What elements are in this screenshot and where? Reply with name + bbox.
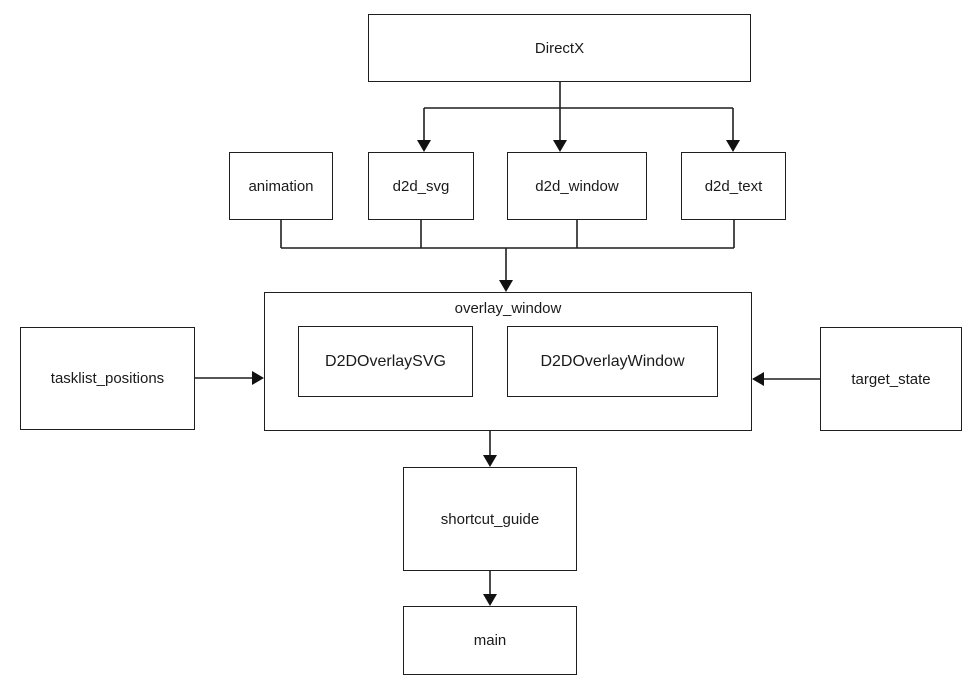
node-overlay-window: overlay_window D2DOverlaySVG D2DOverlayW… xyxy=(264,292,752,431)
arrowhead-to-d2d-text xyxy=(726,140,740,152)
node-shortcut-guide-label: shortcut_guide xyxy=(440,510,540,528)
node-d2d-overlay-svg: D2DOverlaySVG xyxy=(298,326,473,397)
node-main: main xyxy=(403,606,577,675)
node-tasklist-positions: tasklist_positions xyxy=(20,327,195,430)
node-directx: DirectX xyxy=(368,14,751,82)
node-tasklist-positions-label: tasklist_positions xyxy=(50,370,165,387)
node-d2d-overlay-window-label: D2DOverlayWindow xyxy=(540,352,685,370)
node-target-state-label: target_state xyxy=(851,370,931,388)
node-d2d-svg-label: d2d_svg xyxy=(392,177,450,195)
node-animation: animation xyxy=(229,152,333,220)
node-d2d-text-label: d2d_text xyxy=(704,177,763,195)
node-animation-label: animation xyxy=(248,177,314,195)
node-d2d-overlay-window: D2DOverlayWindow xyxy=(507,326,718,397)
node-target-state: target_state xyxy=(820,327,962,431)
arrowhead-tasklist-overlay xyxy=(252,371,264,385)
arrowhead-to-shortcut-guide xyxy=(483,455,497,467)
node-d2d-text: d2d_text xyxy=(681,152,786,220)
node-d2d-window: d2d_window xyxy=(507,152,647,220)
node-d2d-window-label: d2d_window xyxy=(535,177,619,195)
node-shortcut-guide: shortcut_guide xyxy=(403,467,577,571)
arrowhead-to-overlay-window xyxy=(499,280,513,292)
arrowhead-to-d2d-svg xyxy=(417,140,431,152)
node-d2d-overlay-svg-label: D2DOverlaySVG xyxy=(325,352,446,370)
arrowhead-to-d2d-window xyxy=(553,140,567,152)
node-directx-label: DirectX xyxy=(534,39,585,57)
node-overlay-window-label: overlay_window xyxy=(454,300,562,317)
arrowhead-targetstate-overlay xyxy=(752,372,764,386)
node-main-label: main xyxy=(473,632,507,649)
node-d2d-svg: d2d_svg xyxy=(368,152,474,220)
arrowhead-to-main xyxy=(483,594,497,606)
